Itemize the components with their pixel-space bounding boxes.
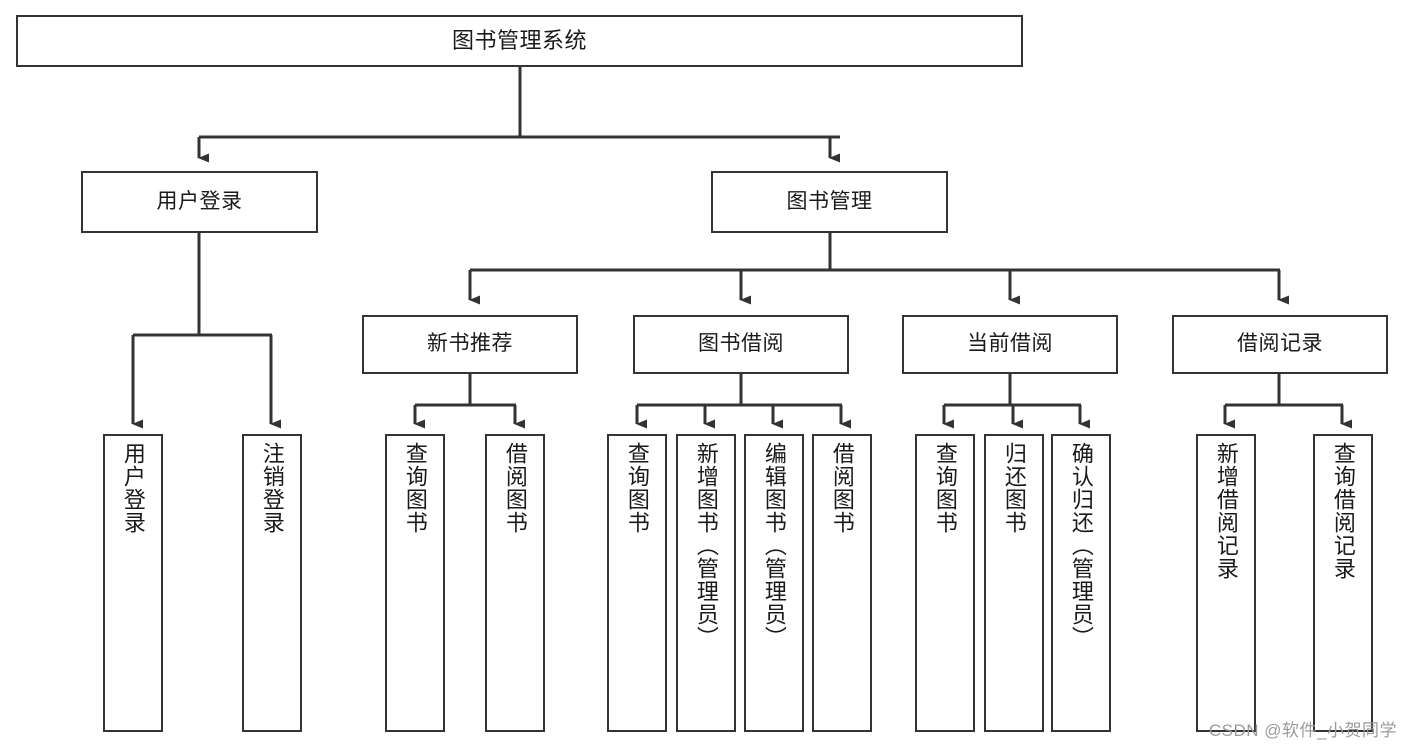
node-label: 查询图书 — [402, 442, 428, 534]
leaf-query-book-current[interactable]: 查询图书 — [915, 434, 975, 732]
node-label: 图书管理 — [786, 189, 873, 213]
node-label: 查询图书 — [932, 442, 958, 534]
node-label: 查询借阅记录 — [1330, 442, 1356, 580]
node-label: 注销登录 — [259, 442, 285, 534]
node-root-system[interactable]: 图书管理系统 — [16, 15, 1023, 67]
node-label: 确认归还（管理员） — [1068, 442, 1094, 649]
node-borrowing-records[interactable]: 借阅记录 — [1172, 315, 1388, 374]
node-label: 借阅记录 — [1237, 332, 1323, 356]
node-label: 新书推荐 — [427, 332, 513, 356]
leaf-confirm-return-admin[interactable]: 确认归还（管理员） — [1051, 434, 1111, 732]
leaf-borrow-book-recommendation[interactable]: 借阅图书 — [485, 434, 545, 732]
node-label: 新增借阅记录 — [1213, 442, 1239, 580]
node-label: 编辑图书（管理员） — [761, 442, 787, 649]
node-label: 新增图书（管理员） — [693, 442, 719, 649]
node-label: 用户登录 — [120, 442, 146, 534]
leaf-query-borrow-record[interactable]: 查询借阅记录 — [1313, 434, 1373, 732]
node-book-management[interactable]: 图书管理 — [711, 171, 948, 233]
leaf-add-borrow-record[interactable]: 新增借阅记录 — [1196, 434, 1256, 732]
csdn-watermark: CSDN @软件_小贺同学 — [1208, 721, 1397, 740]
node-label: 图书管理系统 — [451, 28, 587, 54]
leaf-query-book-borrowing[interactable]: 查询图书 — [607, 434, 667, 732]
leaf-edit-book-admin[interactable]: 编辑图书（管理员） — [744, 434, 804, 732]
node-label: 用户登录 — [156, 189, 243, 213]
node-label: 当前借阅 — [967, 332, 1053, 356]
node-label: 借阅图书 — [829, 442, 855, 534]
leaf-return-book[interactable]: 归还图书 — [984, 434, 1044, 732]
leaf-borrow-book[interactable]: 借阅图书 — [812, 434, 872, 732]
node-label: 借阅图书 — [502, 442, 528, 534]
node-current-borrowing[interactable]: 当前借阅 — [902, 315, 1118, 374]
node-user-login[interactable]: 用户登录 — [81, 171, 318, 233]
node-label: 查询图书 — [624, 442, 650, 534]
leaf-logout-login[interactable]: 注销登录 — [242, 434, 302, 732]
leaf-user-login[interactable]: 用户登录 — [103, 434, 163, 732]
node-label: 图书借阅 — [698, 332, 784, 356]
leaf-query-book-recommendation[interactable]: 查询图书 — [385, 434, 445, 732]
node-book-borrowing[interactable]: 图书借阅 — [633, 315, 849, 374]
node-label: 归还图书 — [1001, 442, 1027, 534]
leaf-add-book-admin[interactable]: 新增图书（管理员） — [676, 434, 736, 732]
node-new-book-recommendation[interactable]: 新书推荐 — [362, 315, 578, 374]
